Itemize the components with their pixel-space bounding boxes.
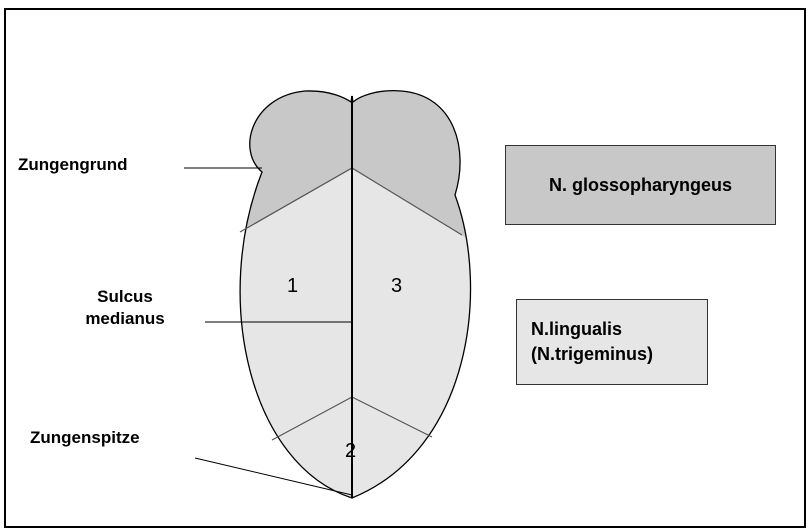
glossopharyngeus-legend-text: N. glossopharyngeus — [549, 173, 732, 198]
zungengrund-label: Zungengrund — [18, 154, 128, 176]
region-3-label: 3 — [391, 275, 402, 297]
sulcus-label-line2: medianus — [75, 308, 175, 330]
glossopharyngeus-legend-box: N. glossopharyngeus — [505, 145, 776, 225]
lingualis-legend-box: N.lingualis (N.trigeminus) — [516, 299, 708, 385]
lingualis-legend-line2: (N.trigeminus) — [531, 342, 653, 367]
sulcus-label-line1: Sulcus — [75, 286, 175, 308]
zungenspitze-label: Zungenspitze — [30, 427, 140, 449]
region-2-label: 2 — [345, 440, 356, 462]
region-1-label: 1 — [287, 275, 298, 297]
lingualis-legend-line1: N.lingualis — [531, 317, 653, 342]
sulcus-medianus-label: Sulcus medianus — [75, 286, 175, 330]
